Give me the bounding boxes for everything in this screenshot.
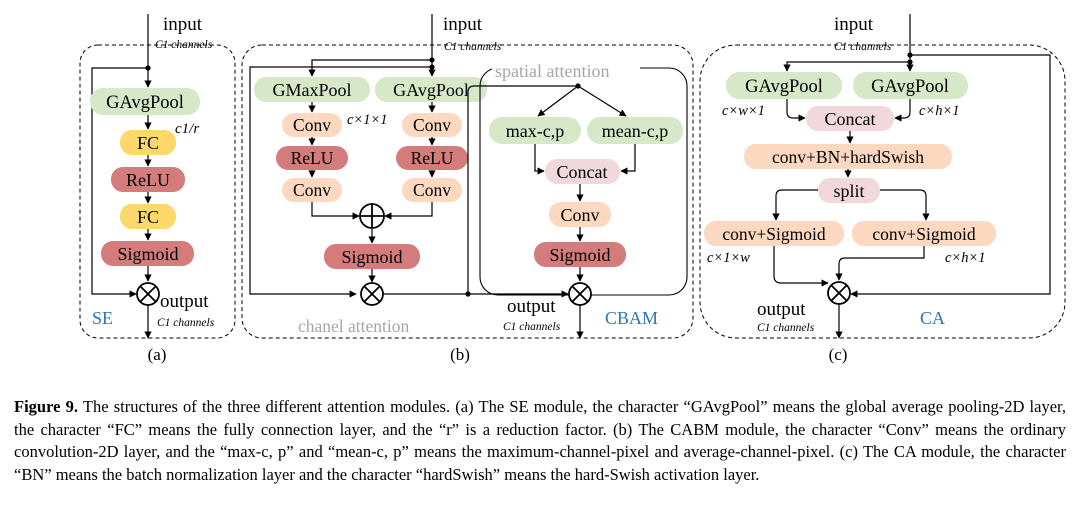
ca-output-channels: C1 channels [757,322,815,334]
cbam-relu-b-box [396,146,468,170]
cbam-relu-b-label: ReLU [411,148,454,168]
cbam-meancp-label: mean-c,p [602,121,668,141]
cbam-meancp-box [587,117,683,144]
se-output-channels: C1 channels [157,317,215,329]
ca-dim-w-label: c×w×1 [722,103,765,119]
cbam-sublabel: (b) [450,345,470,364]
cbam-spatial-attention-label: spatial attention [495,61,609,81]
cbam-output-channels: C1 channels [503,321,561,333]
panel-a-se: input C1 channels GAvgPool c1/r FC ReLU … [79,14,236,364]
cbam-conv2a-box [282,178,342,202]
ca-output-label: output [757,299,806,320]
cbam-conv1b-box [402,113,462,137]
cbam-conv1a-box [282,113,342,137]
se-relu-label: ReLU [126,170,170,190]
cbam-concat-label: Concat [557,162,608,182]
ca-module-label: CA [920,308,945,328]
cbam-conv1a-label: Conv [293,115,331,135]
cbam-sigmoid2-label: Sigmoid [549,245,610,265]
ca-concat-box [806,106,894,131]
cbam-concat-box [545,159,620,184]
cbam-conv2a-label: Conv [293,180,331,200]
cbam-channel-attention-label: chanel attention [298,316,410,336]
cbam-conv2b-box [402,178,462,202]
se-input-label: input [163,14,203,35]
ca-conv-sig2-box [852,221,996,246]
cbam-conv1b-label: Conv [413,115,451,135]
cbam-relu-a-box [276,146,348,170]
ca-input-label: input [834,14,874,35]
ca-dim-out1-label: c×1×w [707,250,750,266]
cbam-maxcp-label: max-c,p [506,121,564,141]
cbam-sigmoid1-box [324,244,420,269]
se-gavgpool-label: GAvgPool [106,93,184,113]
cbam-conv3-box [549,202,611,227]
cbam-sigmoid1-label: Sigmoid [341,247,402,267]
se-fc2-box [120,204,176,229]
cbam-gavgpool-box [375,77,487,102]
ca-dim-out2-label: c×h×1 [945,250,986,266]
se-sigmoid-label: Sigmoid [117,244,178,264]
ca-gavgpool-h-label: GAvgPool [871,77,949,97]
ca-conv-bn-label: conv+BN+hardSwish [772,147,924,167]
ca-conv-sig2-label: conv+Sigmoid [872,224,975,244]
se-ratio-label: c1/r [175,121,199,137]
cbam-input-label: input [443,14,483,35]
ca-input-channels: C1 channels [834,41,892,53]
cbam-relu-a-label: ReLU [291,148,334,168]
cbam-gavgpool-label: GAvgPool [393,80,469,100]
se-input-channels: C1 channels [155,39,213,51]
cbam-module-label: CBAM [605,308,658,328]
ca-dashed-border [699,44,1066,339]
ca-conv-sig1-label: conv+Sigmoid [722,224,825,244]
cbam-conv2b-label: Conv [413,180,451,200]
cbam-input-channels: C1 channels [444,41,502,53]
cbam-dim-label: c×1×1 [347,112,388,128]
panel-c-ca: input C1 channels GAvgPool GAvgPool c×w×… [699,14,1066,364]
se-sigmoid-box [101,241,194,266]
cbam-maxcp-box [489,117,581,144]
panel-b-cbam: input C1 channels GMaxPool GAvgPool Conv… [241,14,694,364]
cbam-conv3-label: Conv [560,205,599,225]
ca-gavgpool-w-label: GAvgPool [745,77,823,97]
ca-gavgpool-w-box [726,72,842,99]
ca-gavgpool-h-box [853,72,968,99]
attention-modules-diagram: input C1 channels GAvgPool c1/r FC ReLU … [79,14,1066,364]
se-sublabel: (a) [148,345,167,364]
figure-caption-label: Figure 9. [14,397,78,416]
ca-sublabel: (c) [829,345,848,364]
ca-split-label: split [833,181,864,201]
se-dashed-border [79,44,236,339]
cbam-output-label: output [507,296,556,317]
ca-conv-bn-box [744,144,952,169]
se-fc2-label: FC [137,207,159,227]
ca-dim-h-label: c×h×1 [919,103,960,119]
figure-caption: Figure 9. The structures of the three di… [14,396,1066,486]
ca-split-box [818,178,880,203]
se-fc1-label: FC [137,133,159,153]
se-output-label: output [160,291,209,312]
se-relu-box [111,167,185,192]
cbam-gmaxpool-label: GMaxPool [272,80,351,100]
cbam-dashed-border [241,44,694,339]
figure-caption-text: The structures of the three different at… [14,397,1066,484]
ca-concat-label: Concat [825,109,876,129]
se-fc1-box [120,130,176,155]
ca-conv-sig1-box [704,221,844,246]
se-gavgpool-box [90,88,200,115]
cbam-sigmoid2-box [534,242,626,267]
cbam-gmaxpool-box [254,77,370,102]
se-module-label: SE [92,308,113,328]
